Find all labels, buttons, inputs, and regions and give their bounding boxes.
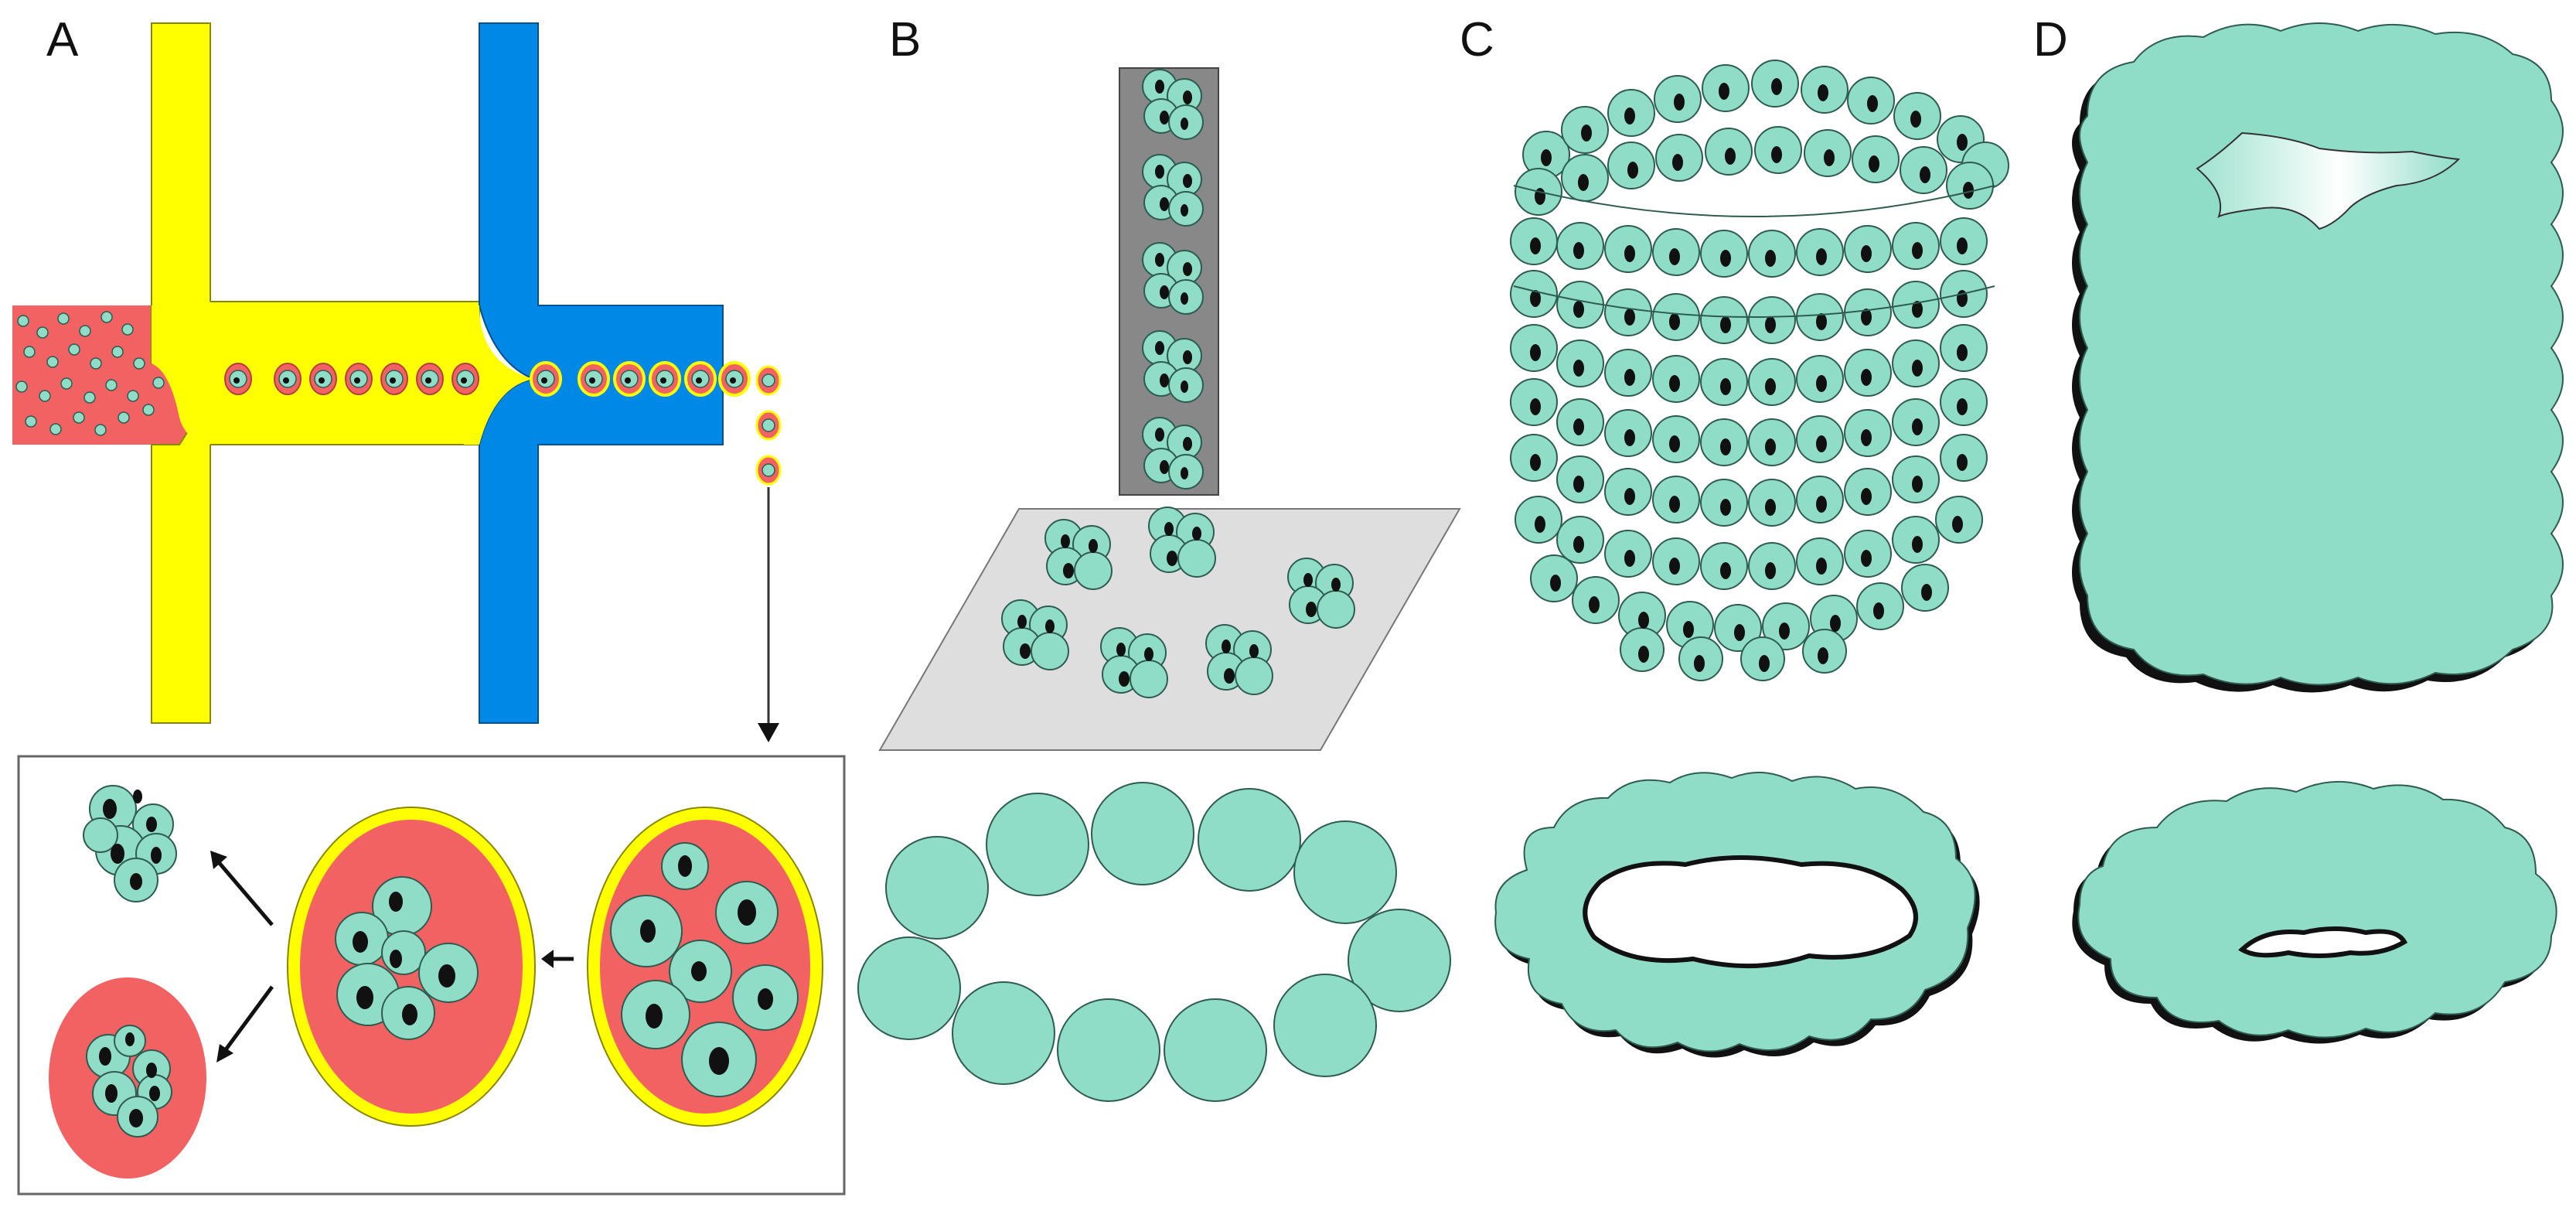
nozzle-spheroids	[1142, 69, 1204, 490]
coated-droplet	[684, 361, 717, 397]
coated-capsule-spheroid	[287, 807, 536, 1127]
spheroid-ring-separate	[857, 782, 1451, 1102]
panel-label-d: D	[2033, 13, 2068, 67]
arrow-icon	[758, 487, 779, 742]
panel-b-spheroid-printing	[857, 67, 1461, 1102]
tube-lumen-opening	[2196, 131, 2461, 230]
coated-droplet	[578, 361, 610, 397]
coated-droplet	[755, 365, 782, 396]
droplet	[380, 363, 408, 395]
spheroid-in-alginate	[49, 977, 206, 1179]
droplet	[309, 363, 337, 395]
panel-d-fused-tube	[2072, 22, 2564, 1044]
coated-droplet	[718, 361, 751, 397]
inlet-cells	[15, 311, 165, 436]
coated-capsule-large	[587, 807, 823, 1127]
coated-droplet	[755, 410, 782, 441]
panel-label-c: C	[1460, 13, 1494, 67]
coated-droplet	[755, 455, 782, 486]
droplet	[274, 363, 302, 395]
plate-spheroids	[1001, 507, 1355, 698]
arrow-icon	[541, 950, 574, 968]
droplet	[345, 363, 373, 395]
yellow-junction-shape	[152, 302, 210, 445]
droplet	[224, 363, 252, 395]
arrow-icon	[210, 851, 274, 926]
droplet-train	[224, 361, 782, 486]
ring-edge	[1513, 185, 1995, 217]
panel-c-cell-cylinder	[1494, 60, 2009, 1058]
fused-tube-body	[2079, 22, 2564, 686]
panel-label-b: B	[889, 13, 921, 67]
panel-a-microfluidic-device	[12, 22, 846, 1196]
coated-droplet	[649, 361, 681, 397]
coated-droplet	[613, 361, 646, 397]
cylinder-cell-layers	[1510, 60, 2009, 681]
droplet	[416, 363, 444, 395]
panel-label-a: A	[46, 13, 79, 67]
arrow-icon	[216, 985, 274, 1063]
fused-tissue-ring	[1494, 771, 1980, 1058]
released-spheroid	[83, 785, 177, 902]
ring-edge	[1513, 285, 1995, 318]
yellow-blue-interface	[464, 305, 533, 445]
droplet	[451, 363, 479, 395]
coated-droplet	[530, 361, 562, 397]
fused-cross-section	[2072, 780, 2557, 1044]
